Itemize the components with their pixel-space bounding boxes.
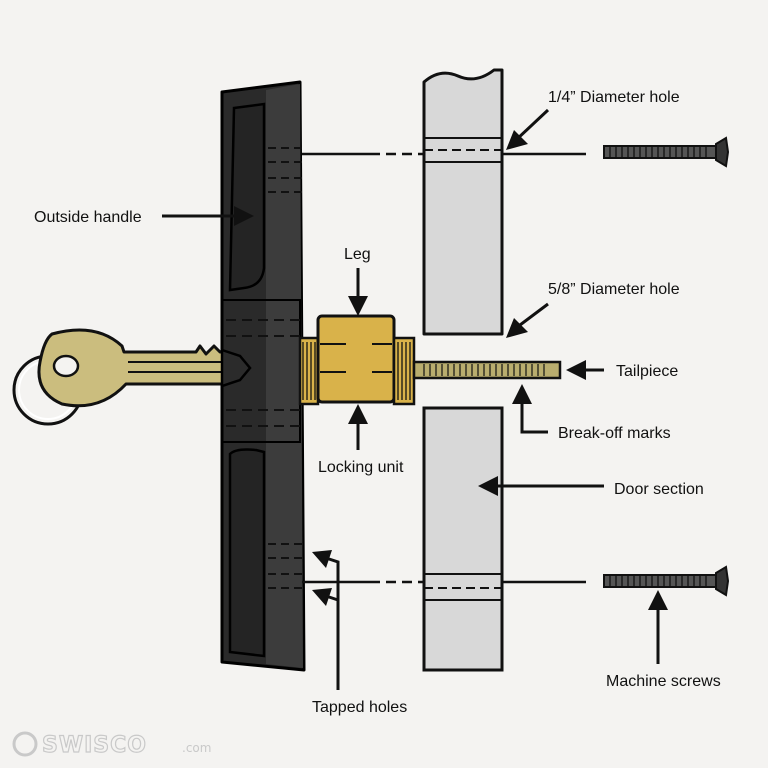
label-five-eighth-diameter-hole: 5/8” Diameter hole [548, 281, 680, 298]
label-outside-handle: Outside handle [34, 209, 142, 226]
tailpiece [412, 360, 562, 380]
label-tapped-holes: Tapped holes [312, 699, 407, 716]
label-locking-unit: Locking unit [318, 459, 404, 476]
label-leg: Leg [344, 246, 371, 263]
label-door-section: Door section [614, 481, 704, 498]
labels: 1/4” Diameter hole Outside handle Leg 5/… [34, 89, 721, 716]
key [12, 328, 252, 426]
label-tailpiece: Tailpiece [616, 363, 678, 380]
watermark-brand: SWISCO [42, 733, 147, 758]
swisco-watermark: SWISCO .com [12, 731, 211, 759]
label-machine-screws: Machine screws [606, 673, 721, 690]
label-quarter-diameter-hole: 1/4” Diameter hole [548, 89, 680, 106]
locking-unit [298, 314, 416, 406]
watermark-suffix: .com [182, 741, 211, 755]
callout-arrows [162, 108, 668, 690]
door-section [422, 68, 504, 672]
machine-screw-bottom [603, 565, 730, 597]
alignment-lines [302, 152, 586, 584]
machine-screw-top [603, 136, 730, 168]
outside-handle [220, 80, 306, 672]
label-break-off-marks: Break-off marks [558, 425, 671, 442]
